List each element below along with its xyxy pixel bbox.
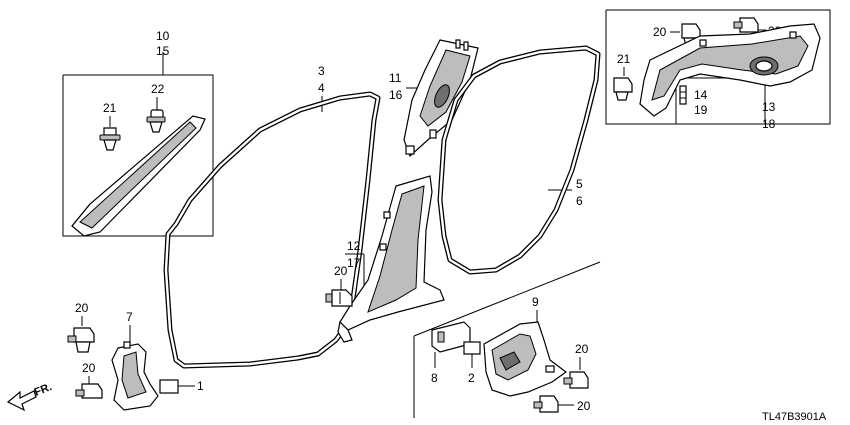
pillar-trim-12-17: [337, 175, 445, 343]
front-arrow-label: FR.: [33, 381, 54, 399]
label-13: 13: [762, 100, 776, 114]
clip-21-tr: [613, 77, 633, 101]
clip-20-left-bottom: [75, 383, 103, 399]
label-12: 12: [347, 239, 361, 253]
label-20-br-bottom: 20: [577, 399, 591, 413]
label-6: 6: [576, 194, 583, 208]
label-20-mid: 20: [334, 264, 348, 278]
diagram-code: TL47B3901A: [762, 411, 827, 423]
label-11: 11: [389, 71, 402, 85]
section-divider-lower-right: [413, 261, 601, 418]
label-3: 3: [318, 64, 325, 78]
pad-1: [159, 379, 179, 394]
clip-21-left: [99, 127, 121, 151]
bracket-9: [483, 321, 568, 397]
label-4: 4: [318, 81, 325, 95]
clip-22: [146, 109, 166, 133]
group-box-10-15: [62, 52, 214, 237]
front-direction-arrow: FR.: [6, 381, 54, 412]
label-5: 5: [576, 177, 583, 191]
clip-20-left-top: [67, 327, 95, 353]
label-2: 2: [468, 371, 475, 385]
door-seal-5-6: [437, 45, 601, 275]
kick-panel-7: [111, 341, 159, 411]
label-10: 10: [156, 29, 170, 43]
clip-20-mid: [325, 289, 353, 307]
pillar-trim-13-18: [639, 23, 821, 117]
pillar-trim-11-16: [403, 39, 479, 158]
pad-2: [463, 341, 481, 355]
label-21-tr: 21: [617, 52, 631, 66]
label-16: 16: [389, 88, 403, 102]
label-20-left-bottom: 20: [82, 361, 96, 375]
clip-20-tr-right: [733, 17, 759, 33]
label-22: 22: [151, 82, 165, 96]
label-20-tr-left: 20: [653, 25, 667, 39]
label-7: 7: [126, 310, 133, 324]
label-15: 15: [156, 44, 170, 58]
clip-20-br-top: [563, 371, 589, 389]
label-20-left-top: 20: [75, 301, 89, 315]
label-17: 17: [347, 256, 361, 270]
clip-20-br-bottom: [533, 395, 559, 413]
label-21-left: 21: [103, 101, 117, 115]
clip-14-19: [679, 85, 687, 105]
label-14: 14: [694, 88, 708, 102]
label-19: 19: [694, 103, 708, 117]
label-8: 8: [431, 371, 438, 385]
label-1: 1: [197, 379, 204, 393]
label-9: 9: [532, 295, 539, 309]
pillar-garnish-10-15: [71, 115, 206, 237]
label-20-br-top: 20: [575, 342, 589, 356]
door-seal-3-4: [163, 91, 381, 369]
label-18: 18: [762, 117, 776, 131]
